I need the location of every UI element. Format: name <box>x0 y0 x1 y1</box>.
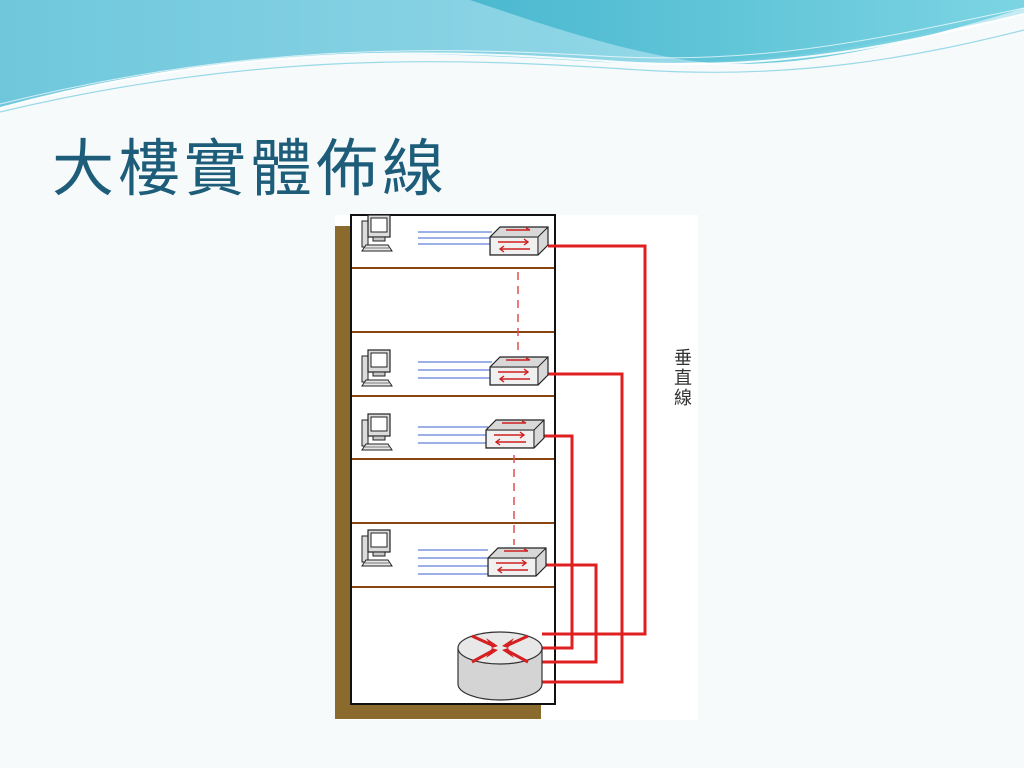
horizontal-cables <box>418 426 488 444</box>
building-wall-shadow-bottom <box>335 704 541 719</box>
switch-icon <box>489 226 549 256</box>
horizontal-cables <box>418 549 488 575</box>
vertical-cabling-label: 垂直線 <box>671 348 692 408</box>
slide-title: 大樓實體佈線 <box>52 132 449 205</box>
building-wall-shadow-left <box>335 226 351 719</box>
backbone-dashed-lines <box>513 272 519 545</box>
switch-icon <box>485 419 545 449</box>
floor-1-workstation <box>361 214 549 256</box>
router-icon <box>457 631 543 701</box>
horizontal-cables <box>418 231 492 245</box>
floor-3-workstation <box>361 349 549 387</box>
header-wave-decoration <box>0 0 1024 113</box>
building-cabling-diagram <box>335 214 698 720</box>
horizontal-cables <box>418 361 492 379</box>
floor-4-workstation <box>361 413 545 451</box>
switch-icon <box>487 547 547 577</box>
floor-6-workstation <box>361 529 547 577</box>
switch-icon <box>489 356 549 386</box>
floor-lines <box>352 267 554 588</box>
vertical-cables <box>542 244 647 684</box>
